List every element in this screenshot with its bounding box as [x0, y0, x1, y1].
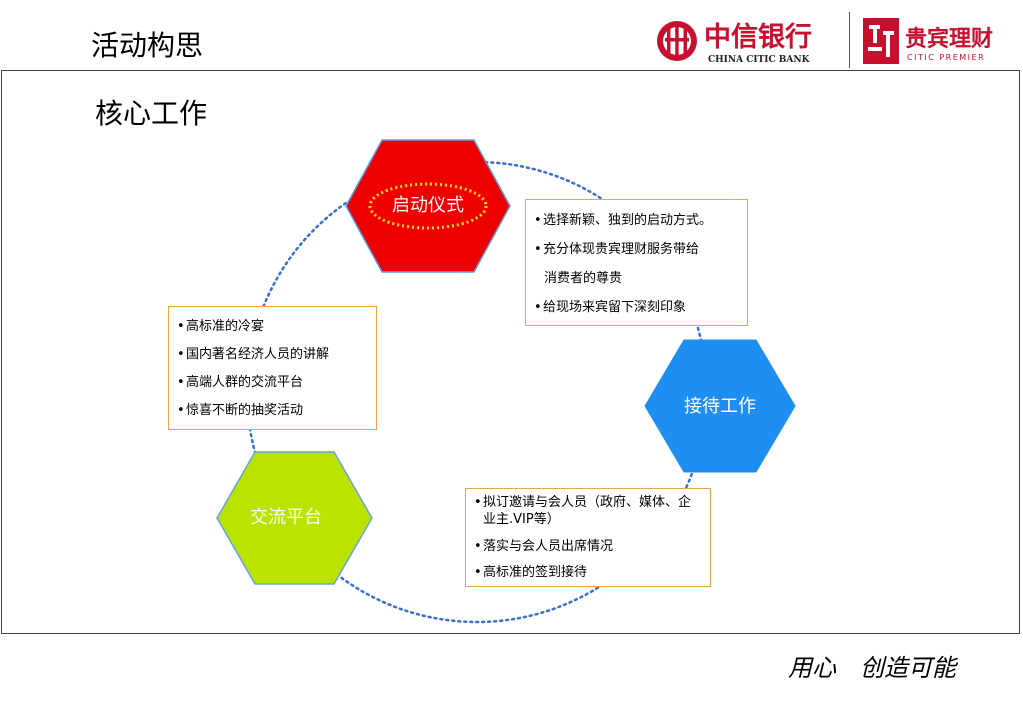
slide-title: 活动构思	[91, 29, 204, 62]
node-label-platform: 交流平台	[250, 507, 322, 528]
reception-info-box: 拟订邀请与会人员（政府、媒体、企业主.VIP等） 落实与会人员出席情况 高标准的…	[465, 488, 711, 587]
citic-premier-logo: 贵宾理财 CITIC PREMIER	[863, 18, 993, 64]
logo-divider	[849, 12, 850, 68]
node-label-launch: 启动仪式	[392, 195, 464, 216]
list-item: 消费者的尊贵	[544, 271, 623, 286]
citic-bank-logo-icon	[657, 21, 697, 61]
hexagon-platform	[216, 451, 373, 585]
citic-premier-name-cn: 贵宾理财	[905, 26, 993, 52]
platform-info-box: 高标准的冷宴 国内著名经济人员的讲解 高端人群的交流平台 惊喜不断的抽奖活动	[168, 306, 377, 430]
list-item: 高标准的签到接待	[474, 560, 702, 586]
list-item: 落实与会人员出席情况	[474, 534, 702, 560]
citic-bank-name-cn: 中信银行	[704, 21, 812, 53]
footer-tagline: 用心 创造可能	[788, 654, 956, 682]
list-item: 国内著名经济人员的讲解	[177, 341, 368, 369]
hexagon-launch	[345, 139, 511, 273]
list-item: 高端人群的交流平台	[177, 369, 368, 397]
list-item: 给现场来宾留下深刻印象	[534, 293, 739, 322]
citic-bank-name-en: CHINA CITIC BANK	[708, 55, 811, 65]
citic-premier-name-en: CITIC PREMIER	[907, 53, 985, 62]
list-item: 充分体现贵宾理财服务带给	[534, 235, 739, 264]
citic-premier-logo-icon	[863, 18, 899, 64]
citic-bank-logo: 中信银行 CHINA CITIC BANK	[657, 21, 812, 65]
list-item: 拟订邀请与会人员（政府、媒体、企业主.VIP等）	[474, 494, 702, 528]
list-item: 选择新颖、独到的启动方式。	[534, 206, 739, 235]
content-frame	[1, 70, 1020, 634]
list-item: 高标准的冷宴	[177, 313, 368, 341]
section-title: 核心工作	[95, 97, 208, 130]
hexagon-reception	[644, 339, 796, 473]
launch-info-box: 选择新颖、独到的启动方式。 充分体现贵宾理财服务带给 消费者的尊贵 给现场来宾留…	[525, 199, 748, 326]
list-item: 惊喜不断的抽奖活动	[177, 397, 368, 425]
launch-highlight-ring	[368, 182, 488, 230]
node-label-reception: 接待工作	[684, 396, 756, 417]
